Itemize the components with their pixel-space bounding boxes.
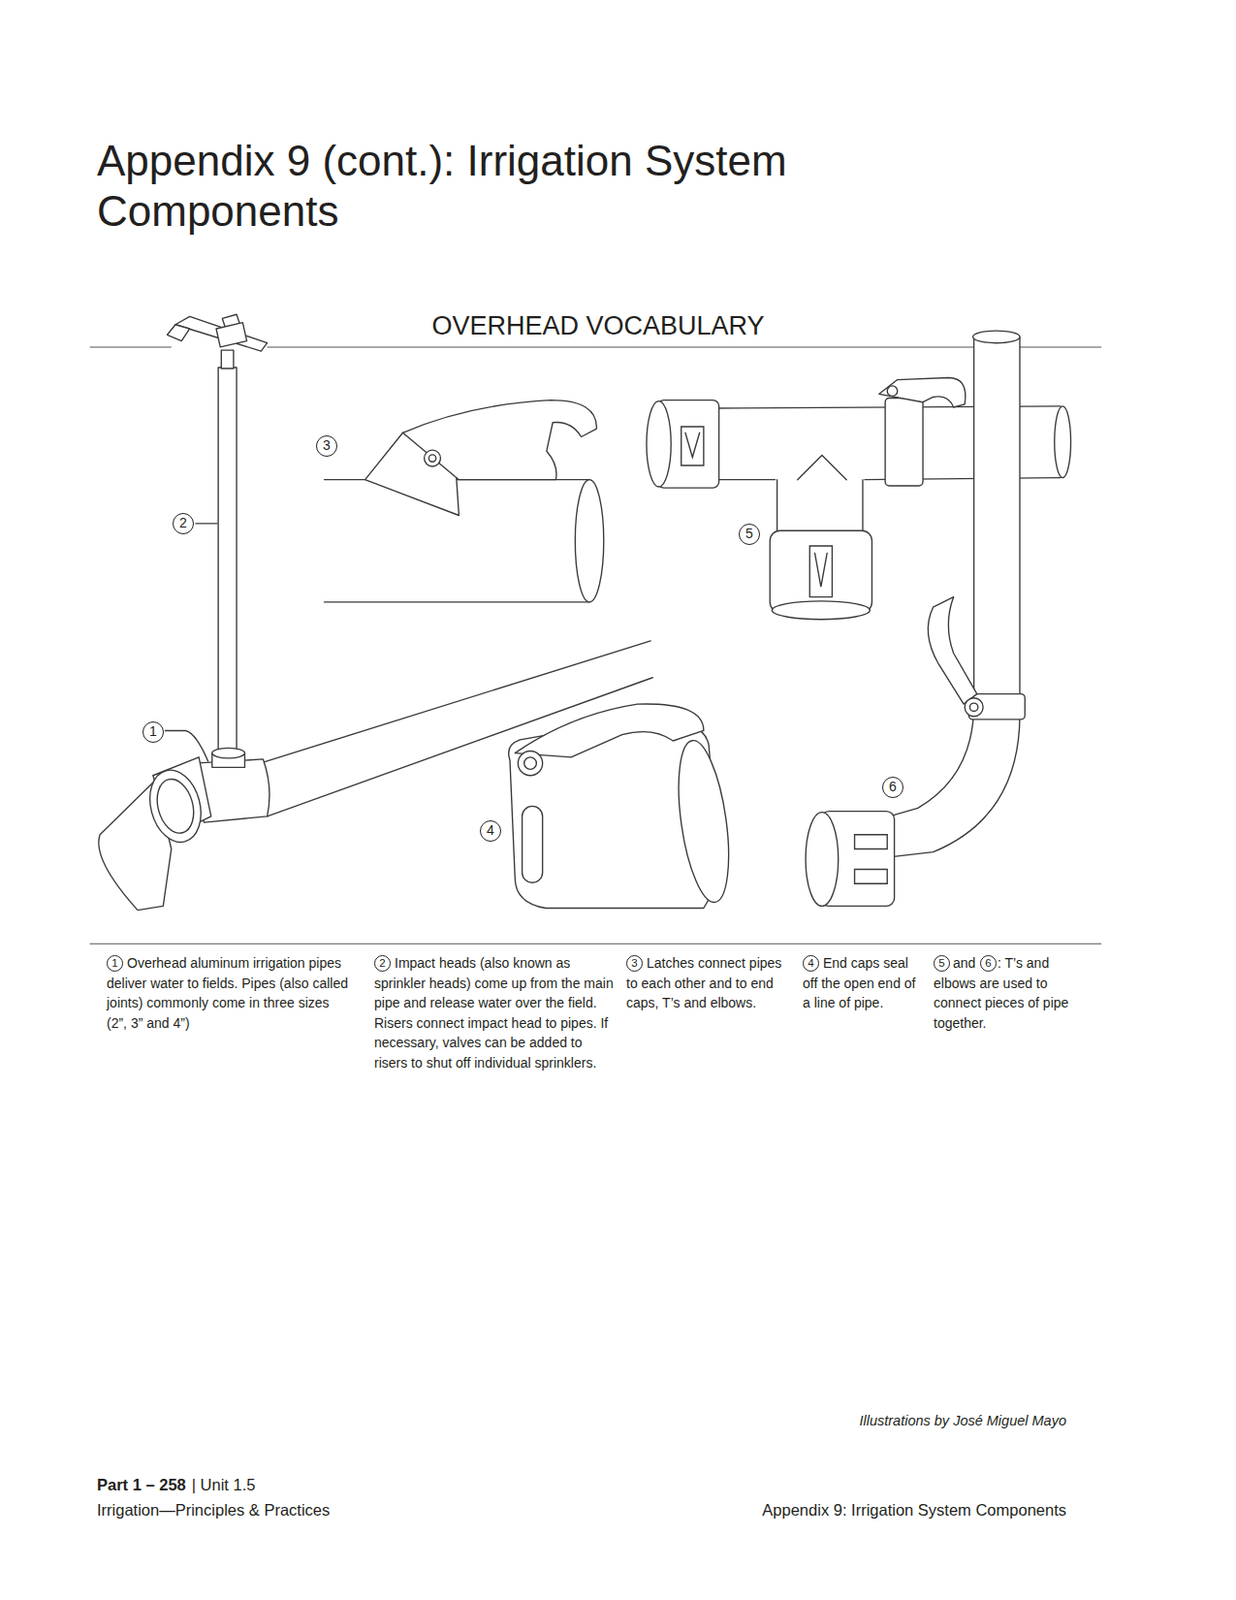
- caption-number: 5: [933, 954, 951, 972]
- callout-number: 3: [316, 435, 338, 457]
- callout-number: 4: [479, 820, 502, 842]
- page-title: Appendix 9 (cont.): Irrigation System Co…: [96, 135, 970, 237]
- section-heading: OVERHEAD VOCABULARY: [431, 311, 764, 342]
- caption-text: and: [952, 952, 976, 974]
- callout-number: 6: [882, 776, 904, 798]
- callout-number: 2: [172, 512, 194, 535]
- caption-number: 3: [626, 954, 643, 972]
- page-number: Part 1 – 258: [96, 1475, 187, 1494]
- unit-title: Irrigation—Principles & Practices: [96, 1500, 330, 1520]
- elbow-drawing: [805, 330, 1025, 906]
- section-rule: [90, 346, 1103, 348]
- illustration-credit: Illustrations by José Miguel Mayo: [858, 1412, 1067, 1428]
- caption-text: End caps seal off the open end of a line…: [802, 952, 927, 1014]
- callout-number: 1: [142, 721, 164, 743]
- caption-text: : T’s and elbows are used to connect pie…: [933, 952, 1079, 1033]
- running-footer: Appendix 9: Irrigation System Components: [761, 1500, 1067, 1520]
- caption-number: 4: [802, 954, 820, 972]
- end-cap-drawing: [508, 703, 738, 909]
- caption-number: 6: [980, 954, 997, 972]
- caption-text: Overhead aluminum irrigation pipes deliv…: [106, 952, 351, 1033]
- caption-text: Impact heads (also known as sprinkler he…: [374, 952, 615, 1073]
- section-rule: [90, 943, 1103, 945]
- latch-drawing: [324, 400, 604, 603]
- callout-number: 5: [738, 523, 761, 545]
- unit-number: | Unit 1.5: [191, 1475, 256, 1494]
- caption-number: 2: [374, 954, 391, 972]
- caption-number: 1: [106, 954, 124, 972]
- caption-text: Latches connect pipes to each other and …: [626, 952, 793, 1014]
